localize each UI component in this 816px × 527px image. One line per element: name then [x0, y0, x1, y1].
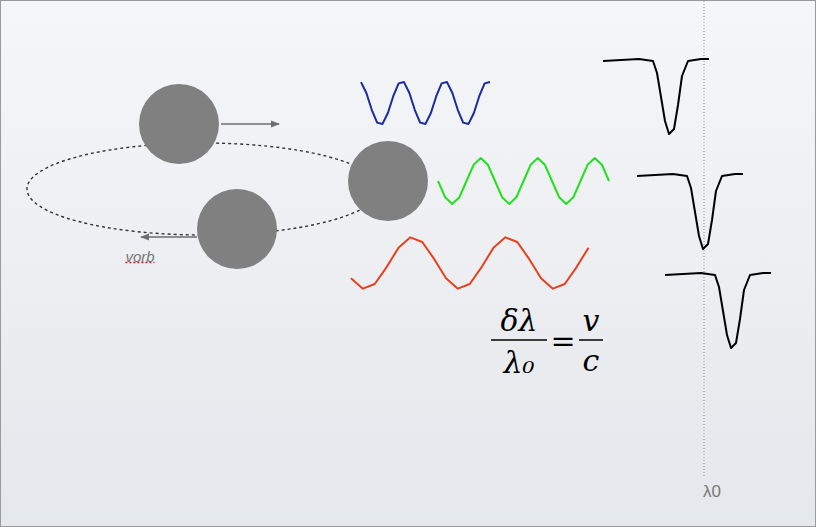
star	[348, 141, 428, 221]
light-wave	[361, 82, 490, 124]
spectral-line-profile	[603, 59, 709, 134]
equation-sign: =	[550, 323, 575, 358]
star	[139, 84, 219, 164]
equation-term: c	[583, 343, 600, 378]
equation-term: v	[583, 303, 600, 338]
spectral-line-profile	[637, 174, 743, 249]
velocity-label: vorb	[125, 248, 154, 265]
velocity-arrow	[141, 236, 197, 237]
rest-wavelength-line	[704, 1, 705, 477]
light-wave	[351, 237, 589, 288]
fraction-bar	[491, 339, 547, 341]
velocity-arrow	[221, 123, 279, 124]
fraction-bar	[579, 339, 603, 341]
spectral-line-profile	[665, 273, 771, 348]
light-wave	[438, 158, 609, 204]
equation-term: λ₀	[503, 345, 534, 380]
star	[197, 189, 277, 269]
equation-term: δλ	[500, 303, 537, 338]
wavelength-label: λ0	[703, 482, 721, 502]
